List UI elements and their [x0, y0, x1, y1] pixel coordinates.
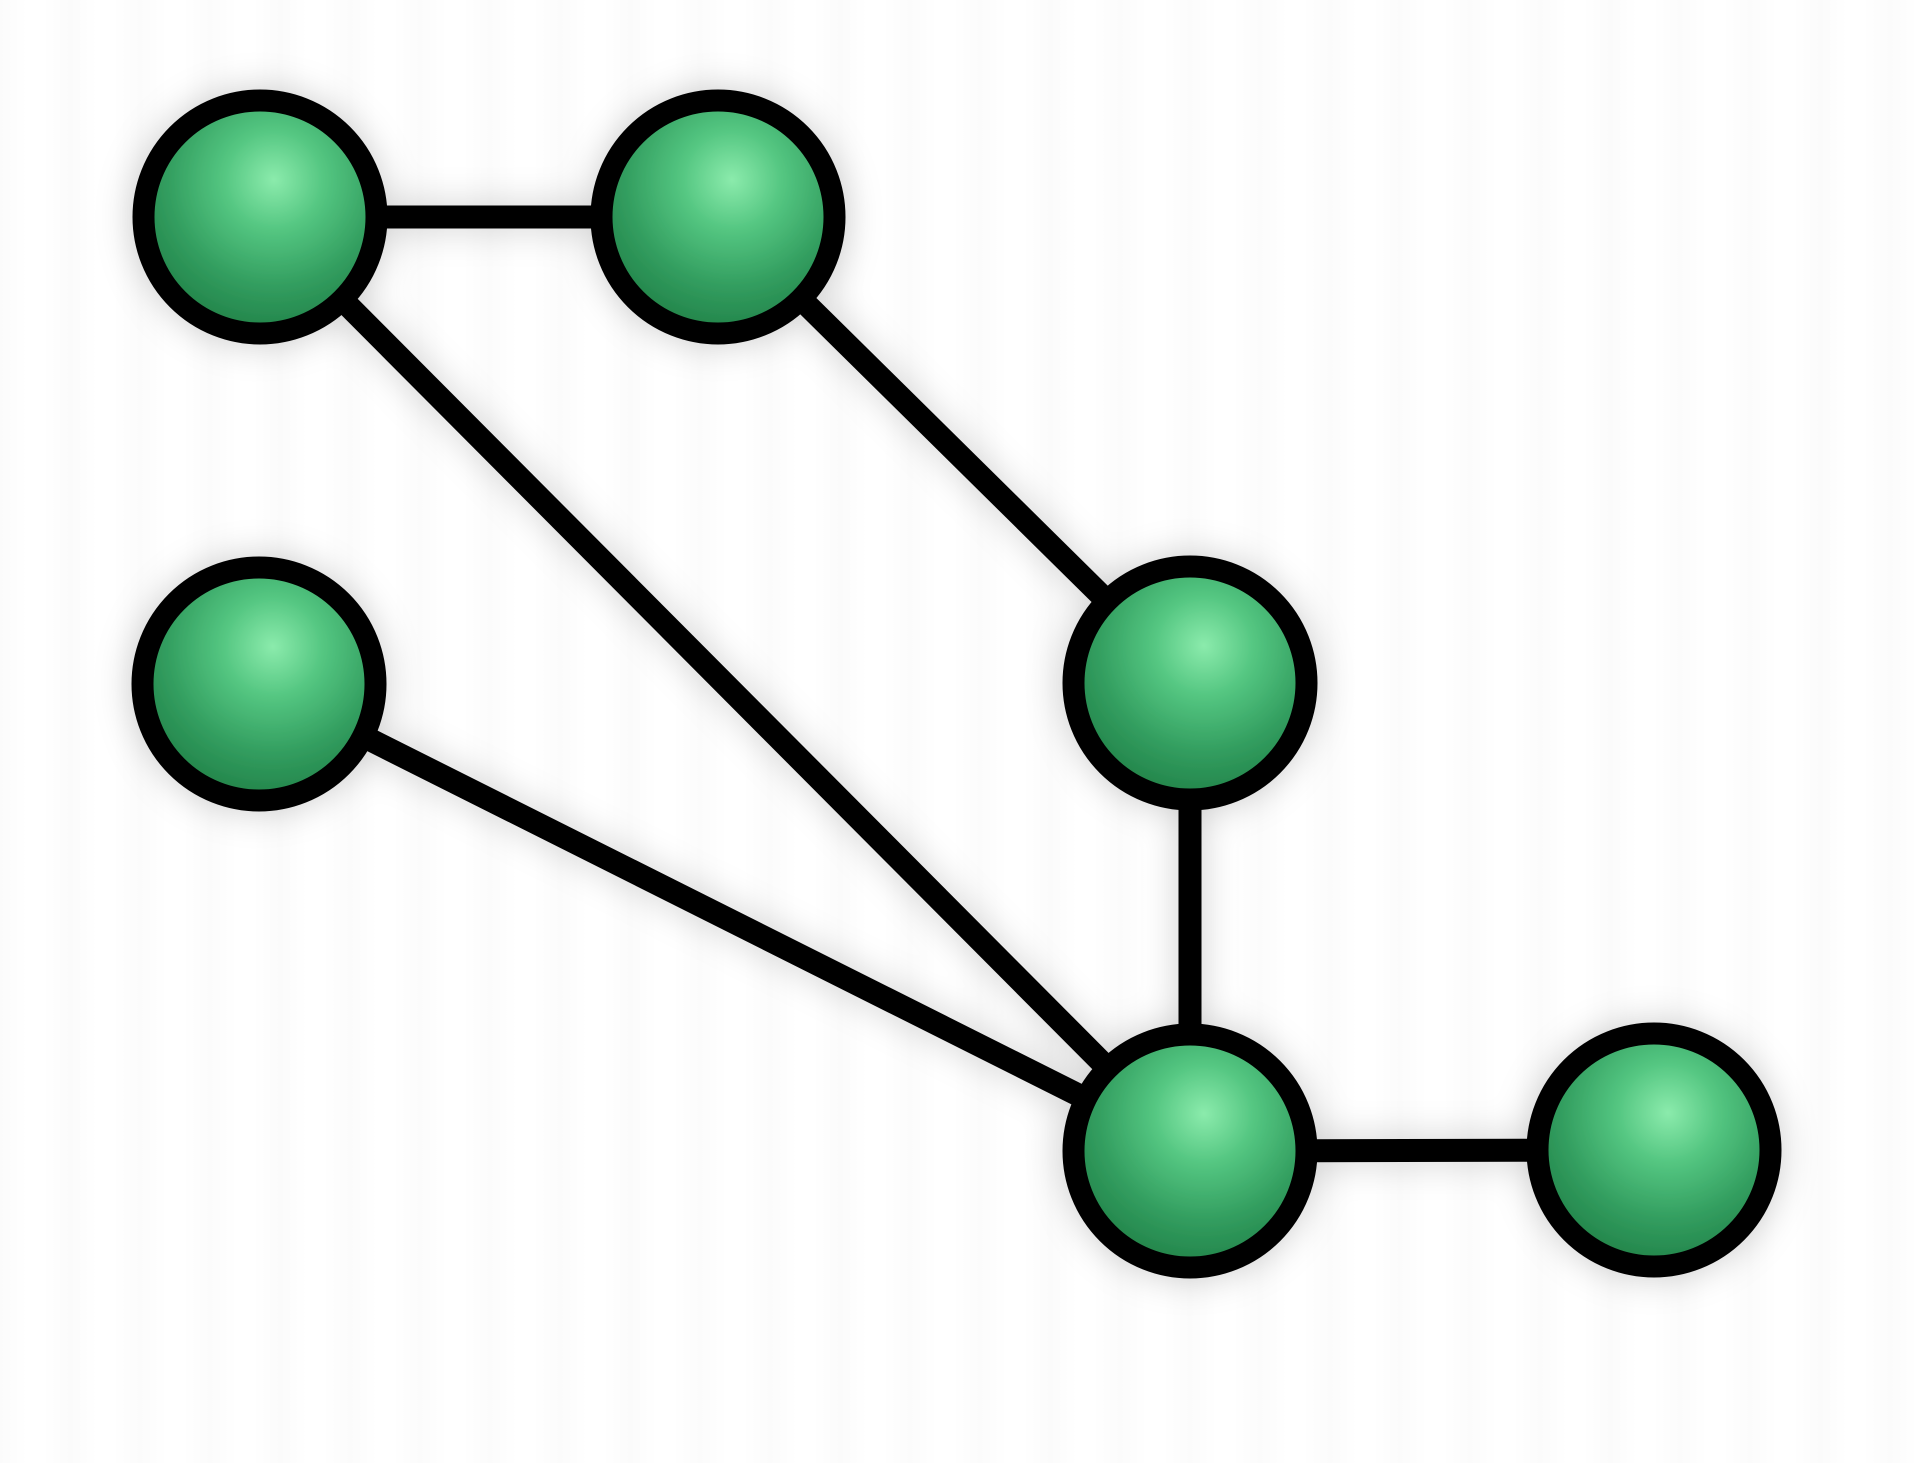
network-node-middle-left: [131, 556, 387, 812]
edge-middle-left-bottom-center: [253, 673, 1196, 1162]
graph-group: [131, 89, 1782, 1279]
network-node-bottom-right: [1526, 1022, 1782, 1278]
network-node-middle-right: [1062, 555, 1318, 811]
network-node-top-left: [132, 89, 388, 345]
network-node-top-middle: [590, 89, 846, 345]
edge-top-left-bottom-center: [251, 208, 1199, 1160]
network-node-bottom-center: [1062, 1023, 1318, 1279]
